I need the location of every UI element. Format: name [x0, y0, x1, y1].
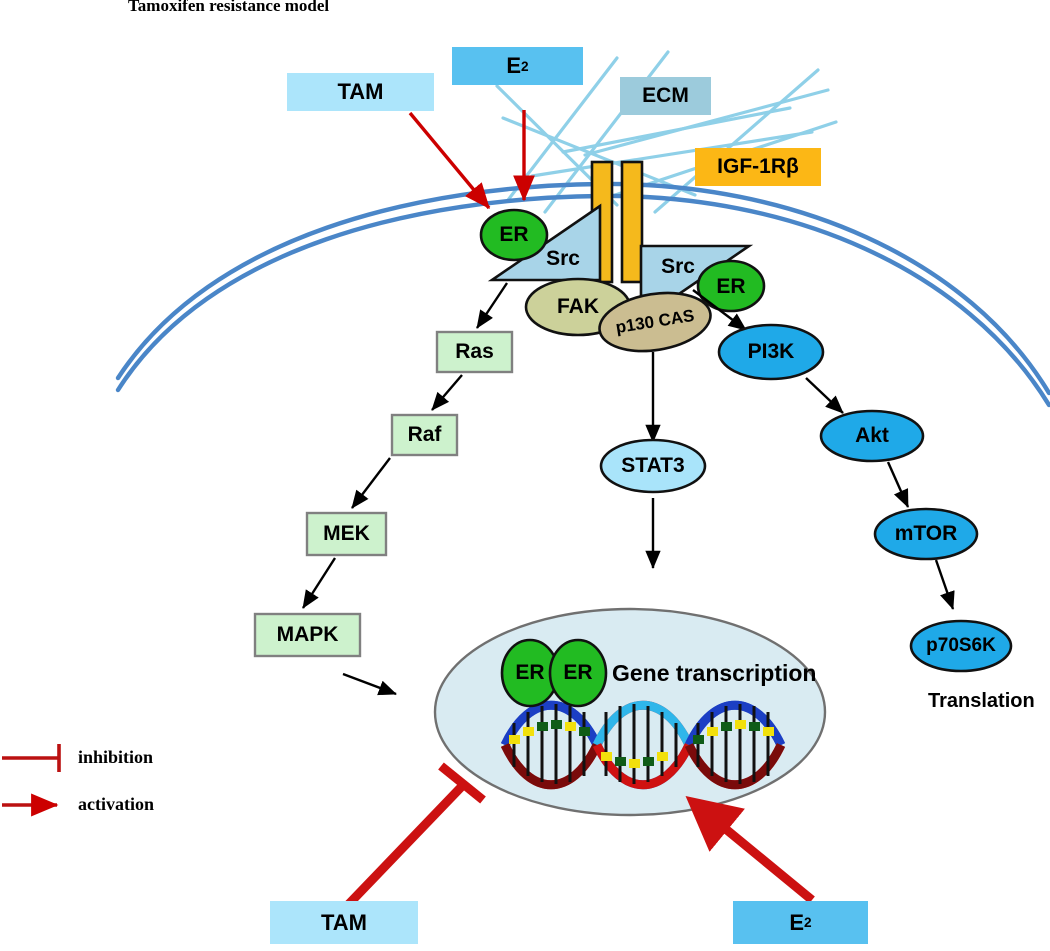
tam-to-membrane-arrow [408, 111, 491, 210]
ras-box [435, 330, 514, 374]
mtor-to-p70s6k-arrow [934, 559, 955, 610]
ecm-box[interactable]: ECM [620, 77, 711, 115]
e2-activation-arrow [685, 795, 815, 904]
er-dimer-right-ellipse [548, 638, 608, 708]
dna-helix [500, 700, 786, 790]
mapk-box [253, 612, 362, 658]
akt-to-mtor-arrow [886, 461, 910, 508]
e2-box-bottom-subscript: 2 [804, 915, 812, 930]
er-right-ellipse [696, 259, 766, 313]
p130cas-ellipse [598, 291, 712, 353]
translation-label: Translation [928, 690, 1035, 712]
er-left-ellipse [479, 208, 549, 262]
e2-box-bottom-label: E [789, 909, 805, 935]
tam-box-bottom[interactable]: TAM [270, 901, 418, 944]
tam-inhibition-arrow [341, 762, 486, 912]
p70s6k-ellipse [909, 619, 1013, 673]
tam-box-top[interactable]: TAM [287, 73, 434, 111]
mtor-ellipse [873, 507, 979, 561]
page-title: Tamoxifen resistance model [128, 0, 330, 15]
src-to-pi3k-arrow [692, 289, 747, 331]
akt-ellipse [819, 409, 925, 463]
stat3-ellipse [599, 438, 707, 494]
legend-activation-label: activation [78, 794, 154, 814]
pi3k-to-akt-arrow [805, 377, 844, 414]
e2-box-top-label: E [506, 53, 522, 78]
legend-inhibition-glyph [2, 744, 61, 772]
pi3k-ellipse [717, 323, 825, 381]
raf-box [390, 413, 459, 457]
igf1rb-box[interactable]: IGF-1Rβ [695, 148, 821, 186]
e2-box-top-subscript: 2 [521, 58, 529, 74]
gene-transcription-label: Gene transcription [612, 660, 817, 686]
mek-box [305, 511, 388, 557]
legend-inhibition-label: inhibition [78, 747, 154, 767]
cascade-arrows [301, 282, 508, 696]
